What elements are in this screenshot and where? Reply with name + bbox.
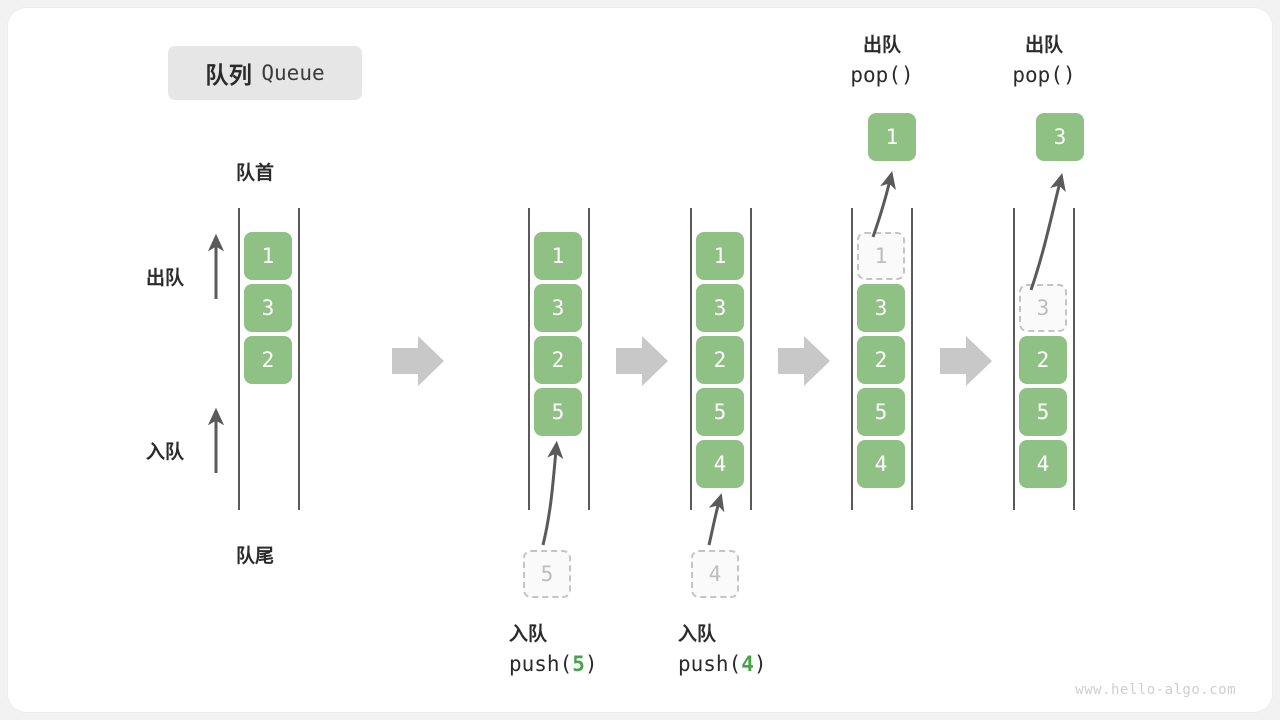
diagram-title-chip: 队列 Queue [168, 46, 362, 100]
title-cn: 队列 [205, 62, 253, 88]
col-pop3-popped-cell: 3 [1036, 113, 1084, 161]
col-pop1-cell-4: 4 [857, 440, 905, 488]
col-push4-code-arg: 4 [741, 651, 754, 676]
col-pop3-header-code: pop() [1012, 62, 1076, 87]
col-push5-cell-2: 2 [534, 336, 582, 384]
col-pop1-popped-cell: 1 [868, 113, 916, 161]
col-pop3-header-cn: 出队 [1024, 35, 1063, 56]
col-pop1-header: 出队 pop() [818, 32, 946, 90]
col-push4-cell-4: 4 [696, 440, 744, 488]
label-enqueue-direction: 入队 [146, 442, 185, 463]
col-push4-code-suffix: ) [753, 651, 767, 676]
col-push5-cell-3: 5 [534, 388, 582, 436]
col-push5-cell-1: 3 [534, 284, 582, 332]
col-push5-caption: 入队 push(5) [509, 621, 598, 679]
col-initial-cell-2: 2 [244, 336, 292, 384]
col-push4-caption-code: push(4) [678, 649, 767, 679]
label-dequeue-direction: 出队 [146, 268, 185, 289]
col-pop3-rail-left [1013, 208, 1015, 510]
col-pop3-cell-4: 4 [1019, 440, 1067, 488]
col-push4-cell-3: 5 [696, 388, 744, 436]
col-pop1-header-cn: 出队 [862, 35, 901, 56]
col-push5-cell-0: 1 [534, 232, 582, 280]
col-pop3-cell-1: 3 [1019, 284, 1067, 332]
col-push5-code-arg: 5 [572, 651, 585, 676]
col-initial-cell-1: 3 [244, 284, 292, 332]
col-push4-cell-2: 2 [696, 336, 744, 384]
col-pop3-cell-3: 5 [1019, 388, 1067, 436]
col-pop3-rail-right [1073, 208, 1075, 510]
label-queue-rear: 队尾 [236, 546, 275, 567]
diagram-card [8, 8, 1272, 712]
col-pop1-cell-0: 1 [857, 232, 905, 280]
site-watermark: www.hello-algo.com [1075, 682, 1236, 698]
col-pop3-header: 出队 pop() [980, 32, 1108, 90]
col-push5-caption-cn: 入队 [509, 624, 548, 645]
col-push4-rail-left [690, 208, 692, 510]
title-en: Queue [261, 61, 325, 85]
col-pop1-cell-3: 5 [857, 388, 905, 436]
col-push5-code-suffix: ) [584, 651, 598, 676]
col-pop1-rail-left [851, 208, 853, 510]
col-push5-incoming-cell: 5 [523, 550, 571, 598]
col-push5-caption-code: push(5) [509, 649, 598, 679]
col-push4-incoming-cell: 4 [691, 550, 739, 598]
col-push5-rail-right [588, 208, 590, 510]
col-push4-cell-1: 3 [696, 284, 744, 332]
col-initial-rail-left [238, 208, 240, 510]
col-push5-rail-left [528, 208, 530, 510]
col-initial-cell-0: 1 [244, 232, 292, 280]
col-push4-caption-cn: 入队 [678, 624, 717, 645]
col-push4-cell-0: 1 [696, 232, 744, 280]
col-initial-rail-right [298, 208, 300, 510]
col-push4-code-prefix: push( [678, 651, 742, 676]
col-pop3-cell-2: 2 [1019, 336, 1067, 384]
col-push4-rail-right [750, 208, 752, 510]
col-pop1-rail-right [911, 208, 913, 510]
col-pop1-header-code: pop() [850, 62, 914, 87]
col-push4-caption: 入队 push(4) [678, 621, 767, 679]
col-pop1-cell-2: 2 [857, 336, 905, 384]
col-pop1-cell-1: 3 [857, 284, 905, 332]
col-push5-code-prefix: push( [509, 651, 573, 676]
label-queue-front: 队首 [236, 163, 275, 184]
